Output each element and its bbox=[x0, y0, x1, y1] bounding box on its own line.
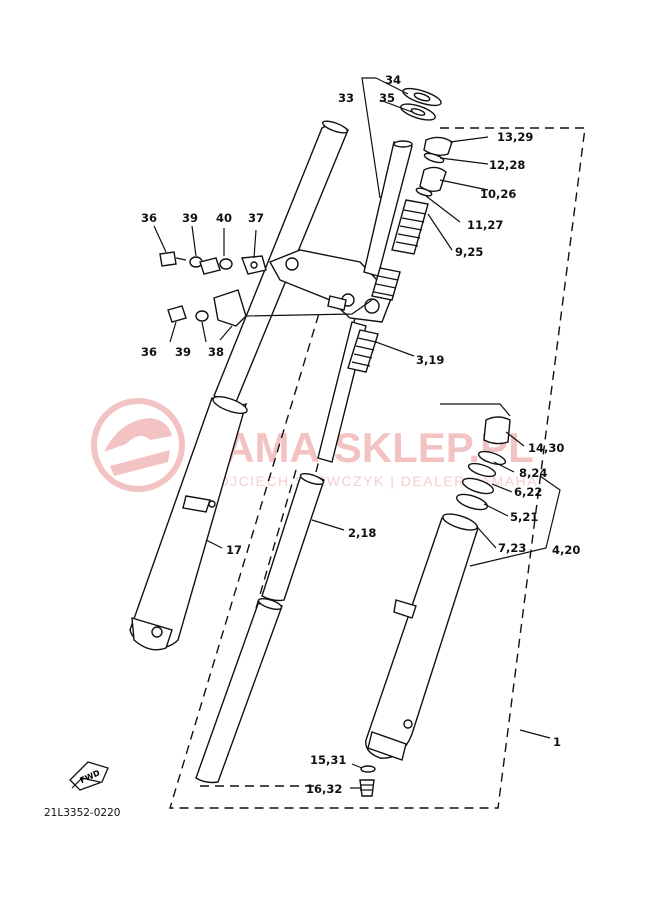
stem-nut-washer bbox=[400, 87, 442, 121]
inner-tube-lower bbox=[195, 601, 283, 784]
watermark: YAMA-SKLEP.PL WOJCIECH SZEWCZYK | DEALER… bbox=[91, 398, 538, 492]
fork-spring-upper bbox=[391, 199, 429, 255]
callout-15-31: 15,31 bbox=[310, 753, 346, 767]
inner-tube-upper bbox=[261, 475, 325, 602]
leader-lines bbox=[153, 77, 551, 789]
left-fork-assembly bbox=[129, 120, 349, 651]
watermark-brand: YAMA-SKLEP.PL bbox=[200, 424, 534, 471]
stem-bolt-top bbox=[327, 295, 347, 311]
under-bracket bbox=[269, 249, 393, 323]
callout-33: 33 bbox=[338, 91, 354, 105]
callout-36-upper: 36 bbox=[141, 211, 157, 225]
bolt-36-lower bbox=[167, 305, 187, 323]
cap-bolt bbox=[423, 136, 453, 157]
damper-rod bbox=[317, 321, 379, 463]
callout-36-lower: 36 bbox=[141, 345, 157, 359]
right-outer-tube bbox=[365, 515, 479, 759]
right-axle-clamp bbox=[367, 731, 407, 761]
callout-35: 35 bbox=[379, 91, 395, 105]
drain-bolt bbox=[359, 779, 375, 797]
callout-labels: 34 35 33 13,29 12,28 10,26 11,27 9,25 36… bbox=[141, 73, 580, 796]
assembly-outline-dashed bbox=[169, 127, 586, 809]
callout-16-32: 16,32 bbox=[306, 782, 342, 796]
callout-11-27: 11,27 bbox=[467, 218, 503, 232]
bolt-36-upper bbox=[159, 251, 177, 267]
oil-lock-piece bbox=[483, 416, 511, 445]
callout-12-28: 12,28 bbox=[489, 158, 525, 172]
callout-7-23: 7,23 bbox=[498, 541, 526, 555]
callout-39-upper: 39 bbox=[182, 211, 198, 225]
callout-5-21: 5,21 bbox=[510, 510, 538, 524]
watermark-subtitle: WOJCIECH SZEWCZYK | DEALER YAMAHA bbox=[203, 473, 538, 489]
left-fender-mount bbox=[182, 495, 211, 513]
clamp-hardware bbox=[159, 251, 373, 327]
steering-stem-assembly bbox=[269, 140, 413, 323]
callout-4-20: 4,20 bbox=[552, 543, 580, 557]
right-fork-lower bbox=[365, 403, 561, 761]
spacer-10 bbox=[419, 166, 447, 193]
callout-2-18: 2,18 bbox=[348, 526, 376, 540]
right-fender-boss bbox=[393, 599, 417, 619]
callout-6-22: 6,22 bbox=[514, 485, 542, 499]
watermark-logo bbox=[91, 398, 185, 492]
drain-hardware bbox=[359, 765, 376, 797]
fork-top-parts bbox=[371, 136, 453, 301]
callout-38: 38 bbox=[208, 345, 224, 359]
callout-13-29: 13,29 bbox=[497, 130, 533, 144]
collar-40 bbox=[199, 257, 221, 275]
callout-8-24: 8,24 bbox=[519, 466, 547, 480]
callout-17: 17 bbox=[226, 543, 242, 557]
plate-38 bbox=[213, 289, 247, 327]
callout-34: 34 bbox=[385, 73, 401, 87]
callout-10-26: 10,26 bbox=[480, 187, 516, 201]
callout-9-25: 9,25 bbox=[455, 245, 483, 259]
callout-1: 1 bbox=[553, 735, 561, 749]
fwd-arrow-badge: FWD bbox=[69, 761, 109, 791]
diagram-code: 21L3352-0220 bbox=[44, 807, 120, 819]
inner-tubes bbox=[195, 472, 325, 784]
callout-39-lower: 39 bbox=[175, 345, 191, 359]
callout-40: 40 bbox=[216, 211, 232, 225]
callout-3-19: 3,19 bbox=[416, 353, 444, 367]
callout-37: 37 bbox=[248, 211, 264, 225]
callout-14-30: 14,30 bbox=[528, 441, 564, 455]
